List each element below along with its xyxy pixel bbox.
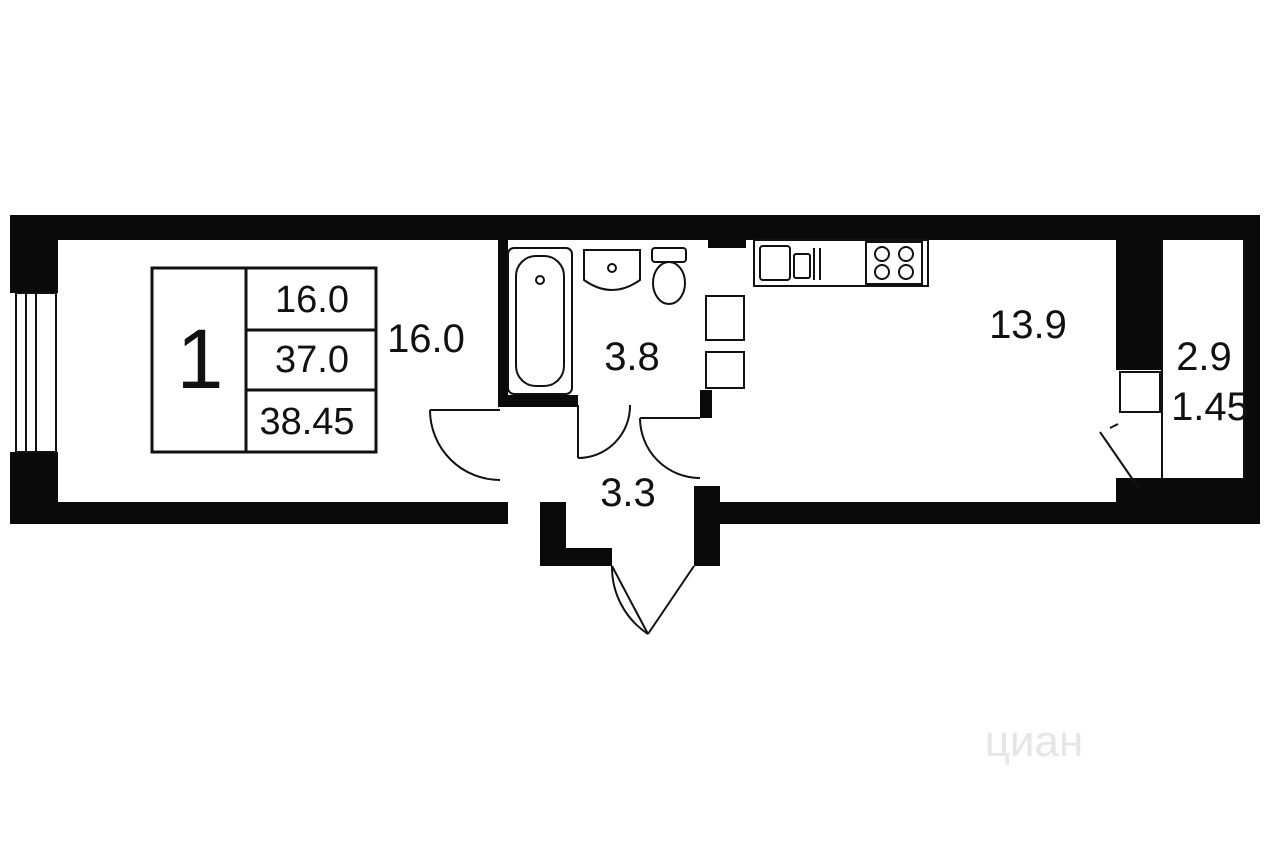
rooms-count: 1 — [177, 312, 224, 406]
window-icon — [15, 292, 57, 453]
bathroom-area: 3.8 — [604, 335, 660, 379]
bath-wall-left — [498, 240, 508, 405]
bath-wall-bottom — [498, 395, 578, 407]
left-wall-upper — [10, 215, 58, 293]
summary-living-area: 16.0 — [275, 279, 349, 321]
kitchen-area: 13.9 — [989, 303, 1067, 347]
bathtub-icon — [507, 247, 573, 395]
kitchen-counter — [753, 239, 929, 287]
bottom-wall-right — [712, 502, 1122, 524]
balcony-outer — [1244, 215, 1260, 485]
hallway-area: 3.3 — [600, 471, 656, 515]
stove-icon — [865, 241, 923, 285]
entry-niche — [540, 502, 612, 566]
balcony-area: 2.9 — [1176, 335, 1232, 379]
balcony-wall-lower — [1116, 478, 1260, 524]
walls — [10, 215, 1260, 566]
bottom-wall-left — [10, 502, 508, 524]
top-wall — [10, 215, 1260, 240]
living-room-area: 16.0 — [387, 317, 465, 361]
summary-box — [150, 266, 378, 454]
door-icon — [429, 404, 1141, 635]
summary-total-with-balcony: 38.45 — [259, 401, 354, 443]
balcony-glazing — [1119, 240, 1245, 478]
toilet-icon — [651, 247, 687, 305]
utility-cabinet — [705, 295, 745, 389]
watermark-logo: циан — [985, 717, 1084, 766]
sink-icon — [583, 249, 641, 291]
kitchen-wall-top — [708, 240, 746, 248]
entry-niche-right — [694, 486, 720, 566]
summary-total-area: 37.0 — [275, 339, 349, 381]
bath-wall-right — [700, 390, 712, 418]
balcony-wall — [1116, 215, 1162, 370]
kitchen-sink-icon — [759, 245, 821, 281]
balcony-reduced-area: 1.45 — [1171, 385, 1249, 429]
